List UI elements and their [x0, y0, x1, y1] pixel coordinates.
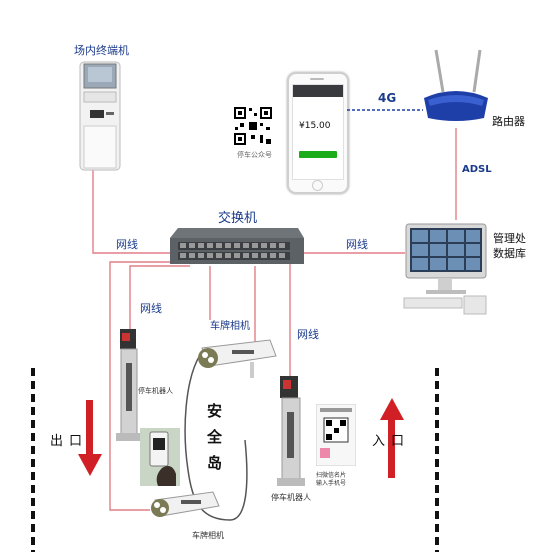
terminal-kiosk-icon: [79, 61, 121, 171]
safety-island-char-2: 全: [207, 428, 223, 446]
camera-label-bottom: 车牌相机: [192, 531, 224, 540]
adsl-label: ADSL: [462, 164, 492, 175]
camera-bottom-icon: [151, 491, 220, 517]
phone-header-bar: [293, 85, 343, 97]
phone-scan-photo: [140, 428, 180, 486]
robot-left-icon: [116, 329, 142, 441]
router-label: 路由器: [492, 115, 525, 128]
entrance-label: 入口: [372, 434, 411, 449]
phone-speaker: [310, 78, 324, 80]
safety-island-char-1: 安: [207, 402, 223, 420]
mgmt-label-line1: 管理处: [493, 232, 526, 245]
lane-border-left: [31, 368, 35, 552]
management-pc-icon: [403, 223, 487, 315]
exit-label: 出口: [50, 434, 89, 449]
robot-right-icon: [277, 376, 305, 486]
exit-arrow-icon: [78, 400, 102, 476]
phone-home-button: [312, 180, 323, 191]
qr-code-icon: [232, 105, 274, 147]
entrance-arrow-icon: [380, 398, 404, 478]
router-icon: [424, 49, 488, 121]
line-switch-robot-left: [129, 265, 190, 330]
entrance-scan-card: [316, 404, 356, 466]
phone-pay-button: [299, 151, 337, 158]
safety-island-char-3: 岛: [207, 454, 223, 472]
net-label-lower: 网线: [140, 302, 162, 315]
line-switch-exit-camera: [109, 261, 180, 511]
switch-label: 交换机: [218, 211, 258, 226]
net-label-left: 网线: [116, 238, 138, 251]
wireless-link: [347, 109, 423, 111]
phone-screen: ¥15.00: [292, 84, 344, 180]
mgmt-label-line2: 数据库: [493, 247, 526, 260]
camera-top-icon: [198, 339, 277, 378]
robot-right-label: 停车机器人: [271, 493, 311, 502]
phone-amount: ¥15.00: [299, 121, 331, 131]
net-label-mid: 网线: [297, 328, 319, 341]
camera-label-top: 车牌相机: [210, 321, 250, 332]
terminal-label: 场内终端机: [74, 44, 129, 57]
robot-left-label: 停车机器人: [138, 387, 173, 395]
phone-mockup: ¥15.00: [287, 72, 349, 194]
line-terminal-switch: [92, 170, 170, 254]
qr-caption: 停车公众号: [237, 151, 272, 159]
net-label-right: 网线: [346, 238, 368, 251]
scan-caption-1: 扫微信名片: [316, 472, 347, 479]
label-4g: 4G: [378, 91, 397, 105]
scan-caption-2: 输入手机号: [316, 480, 347, 487]
lane-border-right: [435, 368, 439, 552]
switch-icon: [170, 228, 304, 264]
